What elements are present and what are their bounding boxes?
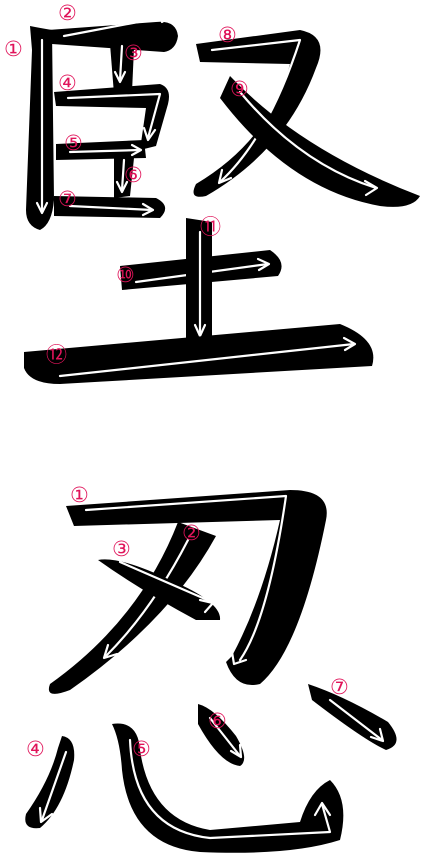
- stroke-3: [98, 559, 221, 620]
- order-number: ①: [70, 483, 89, 507]
- stroke-7: [54, 196, 166, 218]
- stroke-11: [186, 218, 212, 346]
- stroke-2: [48, 522, 216, 694]
- order-number: ⑦: [58, 187, 77, 211]
- stroke-1: [66, 490, 327, 686]
- stroke-7: [308, 684, 397, 750]
- stroke-4: [54, 84, 169, 150]
- stroke-9: [220, 76, 420, 207]
- order-number: ⑥: [124, 163, 143, 187]
- stroke-12: [24, 324, 374, 384]
- order-number: ①: [4, 37, 23, 61]
- order-number: ⑥: [208, 709, 227, 733]
- order-number: ④: [26, 737, 45, 761]
- order-number: ⑪: [200, 215, 221, 239]
- stroke-order-numbers: ① ② ③ ④ ⑤ ⑥ ⑦: [26, 483, 349, 761]
- stroke-3: [110, 44, 134, 94]
- stroke-2: [48, 10, 178, 52]
- order-number: ⑤: [132, 737, 151, 761]
- stroke-order-numbers: ① ② ③ ④ ⑤ ⑥ ⑦ ⑧ ⑨ ⑩ ⑪ ⑫: [4, 1, 249, 367]
- order-number: ⑤: [64, 131, 83, 155]
- order-number: ④: [58, 71, 77, 95]
- order-number: ⑩: [116, 263, 135, 287]
- stroke-4: [25, 736, 75, 829]
- character-nin: ① ② ③ ④ ⑤ ⑥ ⑦: [25, 483, 397, 853]
- order-number: ⑦: [330, 675, 349, 699]
- order-number: ②: [58, 1, 77, 25]
- order-number: ②: [182, 521, 201, 545]
- character-ken: ① ② ③ ④ ⑤ ⑥ ⑦ ⑧ ⑨ ⑩ ⑪ ⑫: [4, 1, 420, 384]
- stroke-5: [56, 140, 146, 160]
- order-number: ③: [124, 41, 143, 65]
- order-number: ⑨: [230, 77, 249, 101]
- stroke-5: [112, 723, 344, 853]
- order-number: ③: [112, 537, 131, 561]
- stroke-6: [198, 704, 245, 766]
- stroke-1: [26, 26, 54, 230]
- order-number: ⑧: [218, 23, 237, 47]
- order-number: ⑫: [46, 343, 67, 367]
- stroke-6: [114, 156, 134, 198]
